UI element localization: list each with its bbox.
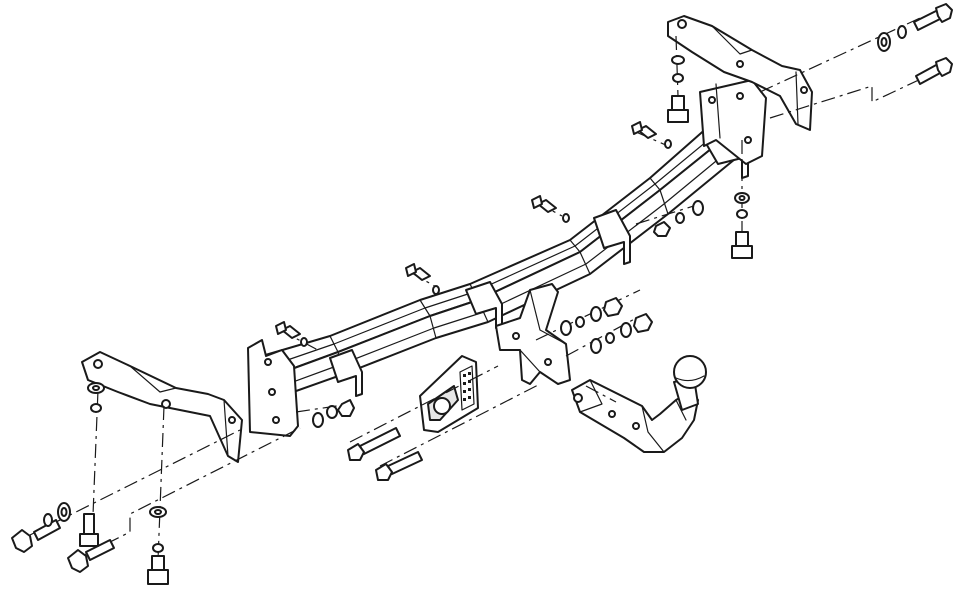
bolt-small-d (631, 121, 672, 149)
washer-center-b (590, 313, 653, 354)
nut-left-vertical-a (90, 403, 102, 413)
center-hanger-bracket (495, 283, 571, 385)
bolt-left-vertical-b (147, 555, 169, 585)
bolt-right-vertical (731, 231, 753, 259)
left-side-bracket (81, 351, 243, 463)
socket-plate (419, 355, 479, 433)
bolt-small-a (275, 321, 308, 347)
bolt-small-c (531, 195, 570, 223)
crossbar (261, 101, 761, 397)
washer-center-a (560, 297, 623, 336)
crossbar-clip-right-a (593, 209, 631, 265)
nut-left-vertical-b (152, 543, 164, 553)
spring-washer-right-a (897, 25, 907, 39)
left-end-plate (247, 339, 299, 437)
bolt-left-lower-b (67, 539, 115, 573)
bolt-left-lower-a (11, 519, 61, 553)
washer-left-vertical-b (149, 506, 167, 518)
bolt-center-a (347, 427, 401, 461)
right-side-bracket (667, 15, 813, 131)
washer-left-vertical-a (87, 382, 105, 394)
bolt-right-upper-vertical (667, 95, 689, 123)
bolt-right-a (913, 3, 953, 31)
washer-right-vertical (734, 192, 750, 219)
nut-right-plate (653, 200, 704, 237)
washer-right-upper-vertical (671, 55, 685, 83)
bolt-center-b (375, 451, 423, 481)
bolt-small-b (405, 263, 440, 295)
nut-left-plate (312, 399, 355, 428)
bolt-right-b (915, 57, 953, 85)
crossbar-clip-left (329, 349, 363, 397)
tow-ball-neck (571, 355, 707, 453)
washer-right-a (877, 32, 891, 52)
bolt-left-vertical-a (79, 513, 99, 547)
spring-washer-left-a (43, 513, 53, 527)
washer-left-a (57, 502, 71, 522)
